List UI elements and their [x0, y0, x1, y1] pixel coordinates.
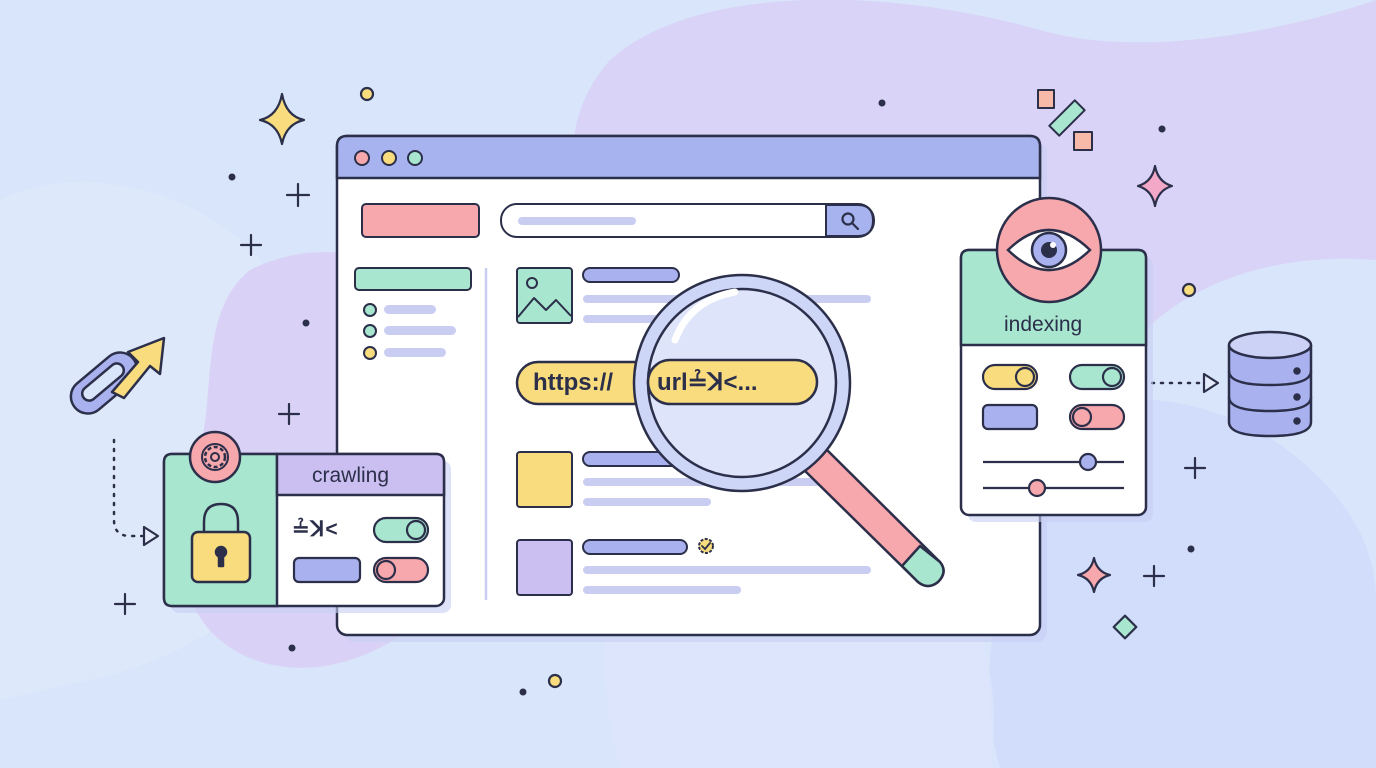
image-icon	[516, 267, 573, 324]
diamond-icon	[1112, 614, 1138, 640]
sparkle-icon	[1136, 164, 1174, 208]
window-minimize-dot	[381, 150, 397, 166]
search-icon	[841, 212, 860, 231]
crawling-card	[162, 430, 451, 613]
window-maximize-dot	[407, 150, 423, 166]
link-arrow-icon	[69, 336, 166, 415]
magnifying-glass-icon	[632, 273, 945, 588]
gear-icon	[188, 430, 242, 484]
dots	[228, 99, 1195, 696]
sparkle-icon	[258, 92, 306, 146]
url-scheme-text: https://	[533, 369, 613, 396]
crawling-card-title: crawling	[312, 464, 390, 487]
browser-titlebar	[335, 134, 1042, 180]
site-logo-block	[361, 203, 480, 238]
check-badge-icon	[698, 538, 714, 554]
url-path-text: url≟ꓘ<...	[657, 369, 758, 396]
window-close-dot	[354, 150, 370, 166]
lock-icon	[190, 502, 252, 584]
search-button	[825, 204, 875, 237]
eye-icon	[995, 196, 1103, 304]
sparkle-icon	[1076, 556, 1112, 594]
indexing-card-title: indexing	[1004, 313, 1083, 336]
decorations	[113, 86, 1207, 689]
crawling-card-glyph: ≟ꓘ<	[292, 518, 339, 541]
confetti	[1037, 89, 1093, 151]
indexing-card	[959, 196, 1153, 522]
database-icon	[1227, 330, 1313, 438]
